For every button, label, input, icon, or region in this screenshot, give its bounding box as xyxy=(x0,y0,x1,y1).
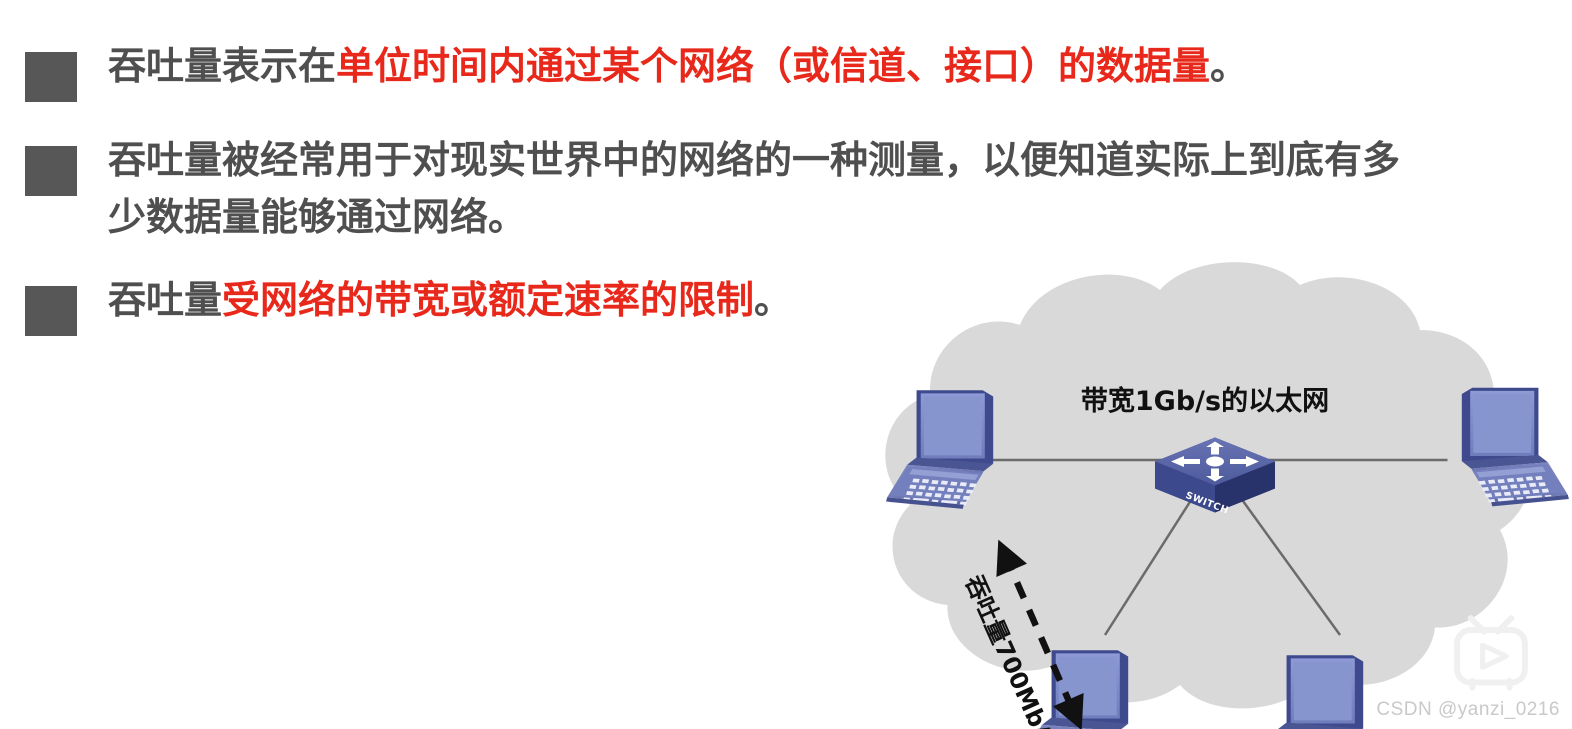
switch-device: SWITCH xyxy=(1155,437,1275,517)
bullet-item-1: 吞吐量表示在单位时间内通过某个网络（或信道、接口）的数据量。 xyxy=(25,38,1425,102)
bullet-1-text: 吞吐量表示在单位时间内通过某个网络（或信道、接口）的数据量。 xyxy=(108,38,1248,95)
bullet-3-text: 吞吐量受网络的带宽或额定速率的限制。 xyxy=(108,272,792,329)
bullet-item-3: 吞吐量受网络的带宽或额定速率的限制。 xyxy=(25,272,1425,336)
link-switch-to-bottom-right xyxy=(1233,489,1342,636)
bullet-2-text: 吞吐量被经常用于对现实世界中的网络的一种测量，以便知道实际上到底有多少数据量能够… xyxy=(108,132,1425,246)
bullet-item-2: 吞吐量被经常用于对现实世界中的网络的一种测量，以便知道实际上到底有多少数据量能够… xyxy=(25,132,1425,246)
bullet-1-highlight: 单位时间内通过某个网络（或信道、接口）的数据量 xyxy=(336,44,1211,88)
network-topology-diagram: 带宽1Gb/s的以太网 xyxy=(840,250,1572,729)
bullet-3-gray-prefix: 吞吐量 xyxy=(108,278,223,322)
bullet-list: 吞吐量表示在单位时间内通过某个网络（或信道、接口）的数据量。 吞吐量被经常用于对… xyxy=(25,38,1425,358)
csdn-watermark: CSDN @yanzi_0216 xyxy=(1376,699,1560,720)
bullet-2-gray: 吞吐量被经常用于对现实世界中的网络的一种测量，以便知道实际上到底有多少数据量能够… xyxy=(108,138,1401,239)
topology-links xyxy=(990,458,1448,636)
bilibili-play-icon xyxy=(1454,615,1528,691)
bullet-1-gray-prefix: 吞吐量表示在 xyxy=(108,44,337,88)
link-switch-to-bottom-left xyxy=(1103,489,1199,636)
bullet-3-gray-suffix: 。 xyxy=(754,278,793,322)
bullet-square-icon xyxy=(25,286,77,336)
bullet-1-gray-suffix: 。 xyxy=(1210,44,1249,88)
bullet-3-highlight: 受网络的带宽或额定速率的限制 xyxy=(222,278,755,322)
bullet-square-icon xyxy=(25,146,77,196)
bullet-square-icon xyxy=(25,52,77,102)
cloud-label: 带宽1Gb/s的以太网 xyxy=(1081,385,1329,417)
